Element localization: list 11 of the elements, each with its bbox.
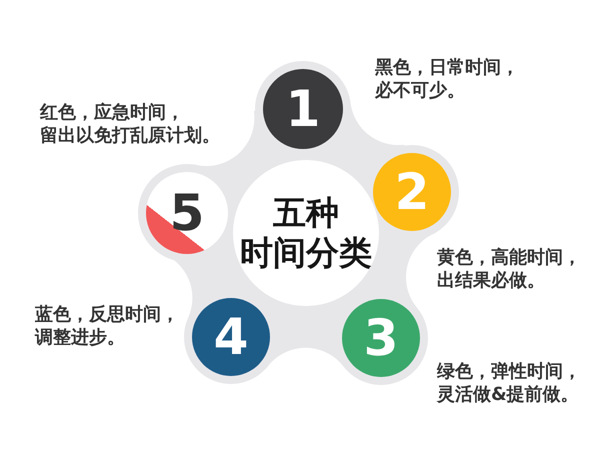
description-text: 红色，应急时间，留出以免打乱原计划。	[40, 101, 221, 148]
number-label: 4	[214, 312, 248, 362]
number-label: 1	[286, 84, 320, 134]
number-label: 2	[394, 167, 430, 217]
description-text: 绿色，弹性时间，灵活做&提前做。	[437, 360, 582, 407]
description-text: 黄色，高能时间，出结果必做。	[437, 246, 582, 293]
description-text: 黑色，日常时间，必不可少。	[375, 56, 520, 103]
number-label: 5	[170, 188, 204, 238]
number-label: 3	[364, 313, 398, 363]
center-text: 五种时间分类	[239, 193, 373, 273]
description-text: 蓝色，反思时间，调整进步。	[35, 303, 180, 350]
